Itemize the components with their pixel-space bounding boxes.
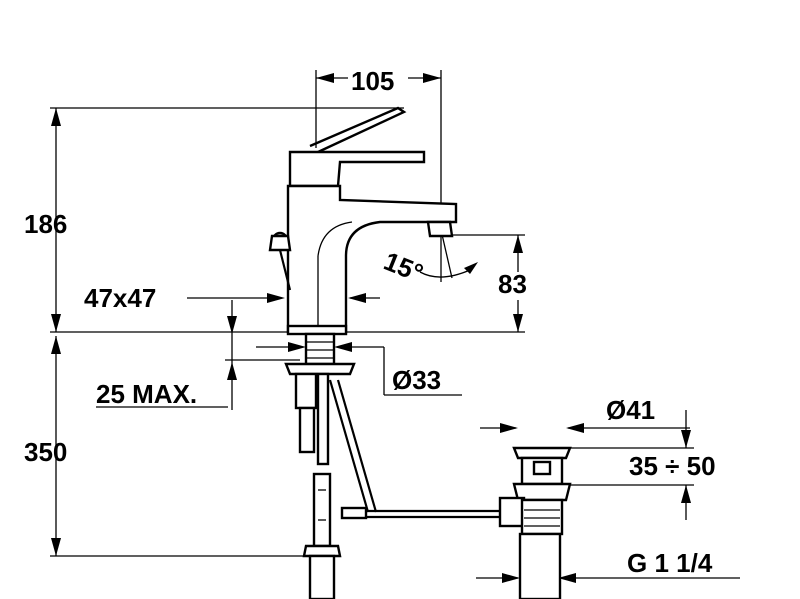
drain-flange [512, 446, 572, 460]
dimension-labels: 105 186 47x47 15° 83 Ø33 25 MAX. 350 Ø41… [24, 66, 716, 578]
faucet [268, 106, 458, 336]
drain-nut [512, 482, 572, 502]
rod-clip [340, 506, 368, 520]
lever-handle [288, 150, 426, 188]
label-total-height: 186 [24, 209, 67, 239]
label-drain-range: 35 ÷ 50 [629, 451, 716, 481]
popup-drain [498, 446, 572, 599]
dimension-lines [50, 70, 740, 583]
lever-raised-outline [309, 106, 407, 154]
label-drain-diameter: Ø41 [606, 395, 655, 425]
drain-tailpiece [518, 532, 562, 599]
mounting-nut [284, 362, 356, 376]
label-base-size: 47x47 [84, 283, 156, 313]
drain-stopper [532, 460, 552, 476]
aerator [426, 220, 454, 238]
threaded-shank [304, 332, 336, 366]
label-spout-reach: 105 [351, 66, 394, 96]
label-spout-angle: 15° [380, 246, 428, 289]
label-supply-length: 350 [24, 437, 67, 467]
drain-lever-housing [498, 496, 526, 528]
supply-nut [302, 544, 342, 558]
faucet-base [286, 324, 348, 336]
mounting-stud [294, 372, 318, 410]
popup-knob [268, 234, 292, 252]
supply-pipe [308, 554, 336, 599]
mounting-assembly [284, 332, 500, 599]
label-hole-diameter: Ø33 [392, 365, 441, 395]
second-hose [316, 372, 330, 466]
label-spout-height: 83 [498, 269, 527, 299]
body-curve [317, 221, 353, 257]
faucet-body [286, 184, 458, 334]
supply-connector [298, 406, 316, 454]
label-deck-thickness: 25 MAX. [96, 379, 197, 409]
label-drain-thread: G 1 1/4 [627, 548, 713, 578]
drain-body-lower [520, 498, 564, 536]
supply-hose [312, 472, 332, 548]
